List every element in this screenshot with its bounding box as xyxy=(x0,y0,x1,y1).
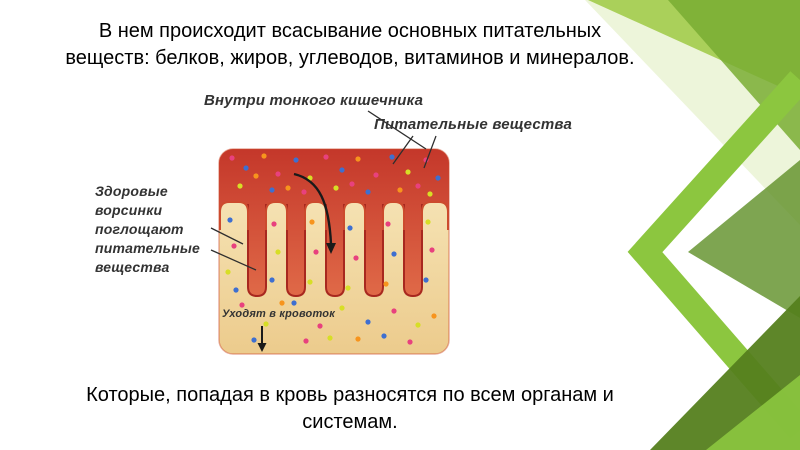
nutrient-dot xyxy=(227,217,233,223)
deco-top-corner-triangle xyxy=(668,0,800,150)
deco-mid-triangle xyxy=(688,160,800,318)
nutrient-dot xyxy=(347,225,353,231)
nutrient-dot xyxy=(345,285,351,291)
nutrient-dot xyxy=(423,277,429,283)
nutrient-dot xyxy=(365,189,371,195)
nutrient-dot xyxy=(253,173,259,179)
slide-bottom-text: Которые, попадая в кровь разносятся по в… xyxy=(30,382,670,436)
nutrient-dot xyxy=(385,221,391,227)
nutrient-dot xyxy=(285,185,291,191)
slide-top-text: В нем происходит всасывание основных пит… xyxy=(30,18,670,72)
nutrient-dot xyxy=(225,269,231,275)
nutrient-dot xyxy=(307,279,313,285)
label-bloodstream: Уходят в кровоток xyxy=(222,308,335,320)
label-healthy-villi: Здоровые ворсинки поглощают питательные … xyxy=(95,183,200,275)
nutrient-dot xyxy=(229,155,235,161)
nutrient-dot xyxy=(317,323,323,329)
top-text-line1: В нем происходит всасывание основных пит… xyxy=(98,20,602,42)
deco-bottom-dark-triangle xyxy=(650,296,800,450)
nutrient-dot xyxy=(423,157,429,163)
nutrient-dot xyxy=(415,183,421,189)
nutrient-dot xyxy=(243,165,249,171)
nutrient-dot xyxy=(233,287,239,293)
nutrient-dot xyxy=(333,185,339,191)
nutrient-dot xyxy=(355,336,361,342)
nutrient-dot xyxy=(339,305,345,311)
nutrient-dot xyxy=(271,221,277,227)
nutrient-dot xyxy=(355,156,361,162)
villi-diagram xyxy=(218,148,450,355)
nutrient-dot xyxy=(251,337,257,343)
absorption-arrow xyxy=(293,172,336,254)
label-nutrients: Питательные вещества xyxy=(374,116,573,133)
nutrient-dot xyxy=(291,300,297,306)
nutrient-dot xyxy=(237,183,243,189)
nutrient-dot xyxy=(389,154,395,160)
nutrient-dot xyxy=(339,167,345,173)
nutrient-dot xyxy=(309,219,315,225)
bottom-text-line2: системам. xyxy=(302,411,398,433)
nutrient-dot xyxy=(431,313,437,319)
nutrient-dot xyxy=(415,322,421,328)
nutrient-dot xyxy=(263,321,269,327)
deco-bottom-light-triangle xyxy=(706,375,800,450)
nutrient-dot xyxy=(275,171,281,177)
nutrient-dots xyxy=(225,153,441,345)
nutrient-dot xyxy=(383,281,389,287)
nutrient-dot xyxy=(269,187,275,193)
bottom-text-line1: Которые, попадая в кровь разносятся по в… xyxy=(86,384,614,406)
intestine-lumen xyxy=(219,149,449,212)
nutrient-dot xyxy=(269,277,275,283)
nutrient-dot xyxy=(397,187,403,193)
nutrient-dot xyxy=(391,251,397,257)
top-text-line2: веществ: белков, жиров, углеводов, витам… xyxy=(65,47,635,69)
deco-chevron xyxy=(627,71,800,439)
nutrient-dot xyxy=(313,249,319,255)
nutrient-dot xyxy=(323,154,329,160)
nutrient-dot xyxy=(231,243,237,249)
nutrient-dot xyxy=(429,247,435,253)
nutrient-dot xyxy=(405,169,411,175)
nutrient-dot xyxy=(293,157,299,163)
nutrient-dot xyxy=(365,319,371,325)
nutrient-dot xyxy=(275,249,281,255)
nutrient-dot xyxy=(391,308,397,314)
nutrient-dot xyxy=(381,333,387,339)
villi-caps xyxy=(219,201,449,230)
nutrient-dot xyxy=(261,153,267,159)
nutrient-dot xyxy=(327,335,333,341)
nutrient-dot xyxy=(353,255,359,261)
nutrient-dot xyxy=(435,175,441,181)
nutrient-dot xyxy=(425,219,431,225)
bloodstream-arrow xyxy=(257,326,267,352)
nutrient-dot xyxy=(279,300,285,306)
nutrient-dot xyxy=(427,191,433,197)
nutrient-dot xyxy=(373,172,379,178)
label-inside-small-intestine: Внутри тонкого кишечника xyxy=(204,92,424,109)
nutrient-dot xyxy=(349,181,355,187)
nutrient-dot xyxy=(303,338,309,344)
nutrient-dot xyxy=(239,302,245,308)
nutrient-dot xyxy=(301,189,307,195)
villi-diagram-svg xyxy=(218,148,450,355)
nutrient-dot xyxy=(407,339,413,345)
